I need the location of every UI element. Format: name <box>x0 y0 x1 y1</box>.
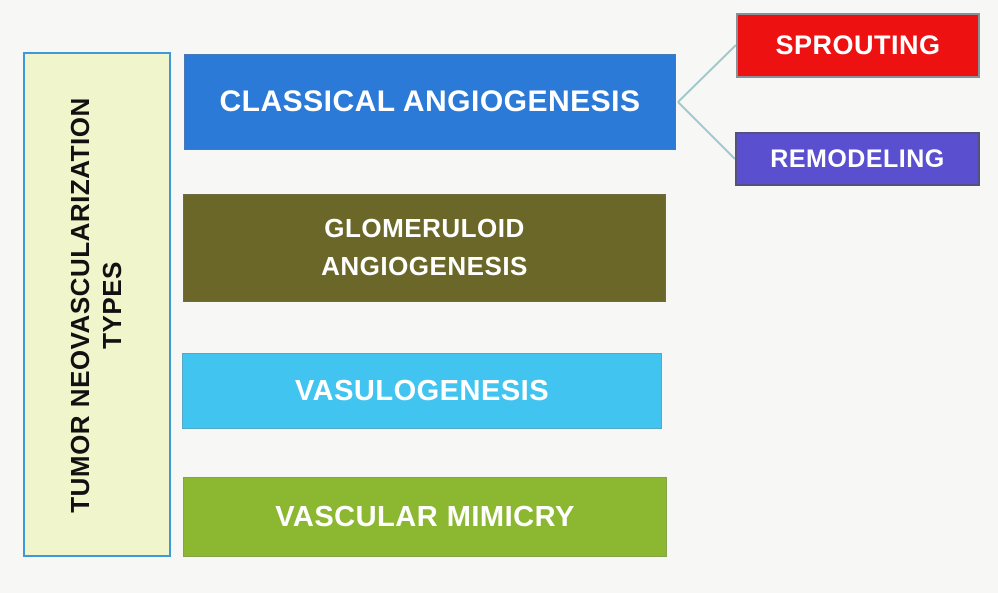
node-classical-angiogenesis: CLASSICAL ANGIOGENESIS <box>184 54 676 150</box>
node-vasulogenesis: VASULOGENESIS <box>182 353 662 429</box>
node-glomeruloid-angiogenesis-label-line1: GLOMERULOID <box>324 213 525 244</box>
category-label-line2: TYPES <box>97 260 127 349</box>
node-remodeling-label: REMODELING <box>770 144 945 173</box>
node-sprouting: SPROUTING <box>736 13 980 78</box>
connector-classical-to-sprouting <box>677 44 737 103</box>
node-vasulogenesis-label: VASULOGENESIS <box>294 374 550 407</box>
node-vascular-mimicry-label: VASCULAR MIMICRY <box>275 500 575 533</box>
category-label-line1: TUMOR NEOVASCULARIZATION <box>65 96 96 513</box>
node-vascular-mimicry: VASCULAR MIMICRY <box>183 477 667 557</box>
node-remodeling: REMODELING <box>735 132 980 186</box>
connector-classical-to-remodeling <box>677 101 736 160</box>
category-label: TUMOR NEOVASCULARIZATION TYPES <box>23 52 171 557</box>
node-glomeruloid-angiogenesis-label-line2: ANGIOGENESIS <box>321 251 528 281</box>
node-glomeruloid-angiogenesis: GLOMERULOID ANGIOGENESIS <box>183 194 666 302</box>
node-sprouting-label: SPROUTING <box>775 30 941 60</box>
tumor-neovascularization-types-panel: TUMOR NEOVASCULARIZATION TYPES <box>23 52 171 557</box>
node-classical-angiogenesis-label: CLASSICAL ANGIOGENESIS <box>219 85 641 118</box>
